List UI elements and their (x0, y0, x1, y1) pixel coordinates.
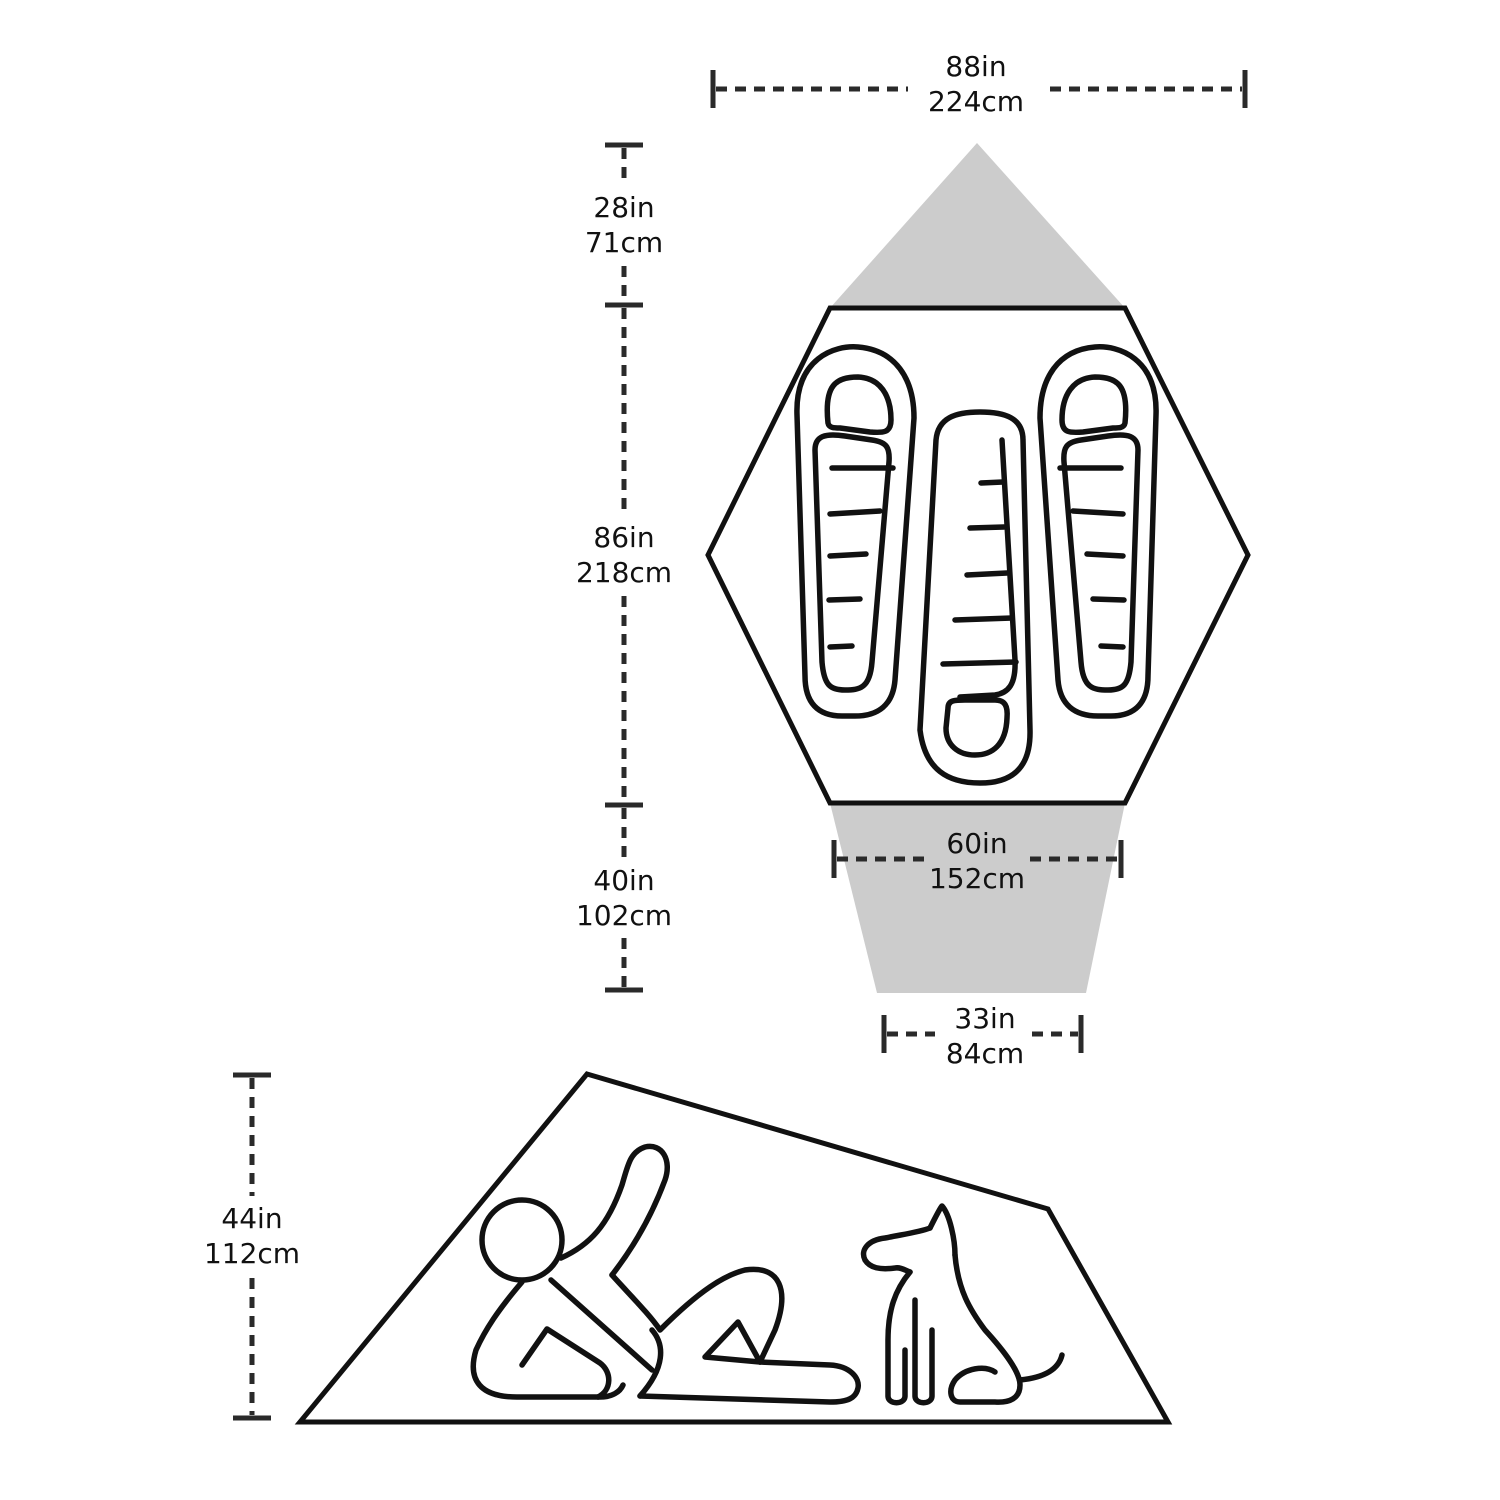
tent-side-outline (294, 1071, 1173, 1425)
dimension-length-chain: 28in 71cm 86in 218cm 40in 102cm (576, 142, 672, 993)
front-vestibule (830, 143, 1125, 308)
tent-floor-outline (705, 305, 1251, 806)
sleeping-bag-icon (917, 409, 1033, 786)
peak-height-cm: 112cm (204, 1237, 300, 1270)
rear-vestibule-in: 40in (593, 864, 654, 897)
sleeping-bag-icon (1037, 344, 1159, 719)
dog-icon (860, 1203, 1065, 1406)
side-profile (294, 1071, 1173, 1425)
person-head (479, 1197, 565, 1283)
tail-width-cm: 84cm (946, 1037, 1024, 1070)
dimension-total-width: 88in 224cm (710, 50, 1248, 118)
foot-width-cm: 152cm (929, 862, 1025, 895)
dimension-peak-height: 44in 112cm (204, 1072, 300, 1421)
peak-height-in: 44in (221, 1202, 282, 1235)
front-vestibule-in: 28in (593, 191, 654, 224)
dimension-tail-width: 33in 84cm (881, 1002, 1084, 1070)
person-icon (470, 1143, 861, 1405)
floor-length-cm: 218cm (576, 556, 672, 589)
total-width-cm: 224cm (928, 85, 1024, 118)
tail-width-in: 33in (954, 1002, 1015, 1035)
floor-plan (705, 143, 1251, 993)
rear-vestibule (830, 803, 1125, 993)
rear-vestibule-cm: 102cm (576, 899, 672, 932)
total-width-in: 88in (945, 50, 1006, 83)
sleeping-bag-icon (794, 344, 917, 719)
floor-length-in: 86in (593, 521, 654, 554)
front-vestibule-cm: 71cm (585, 226, 663, 259)
dimension-foot-width: 60in 152cm (831, 827, 1124, 895)
foot-width-in: 60in (946, 827, 1007, 860)
